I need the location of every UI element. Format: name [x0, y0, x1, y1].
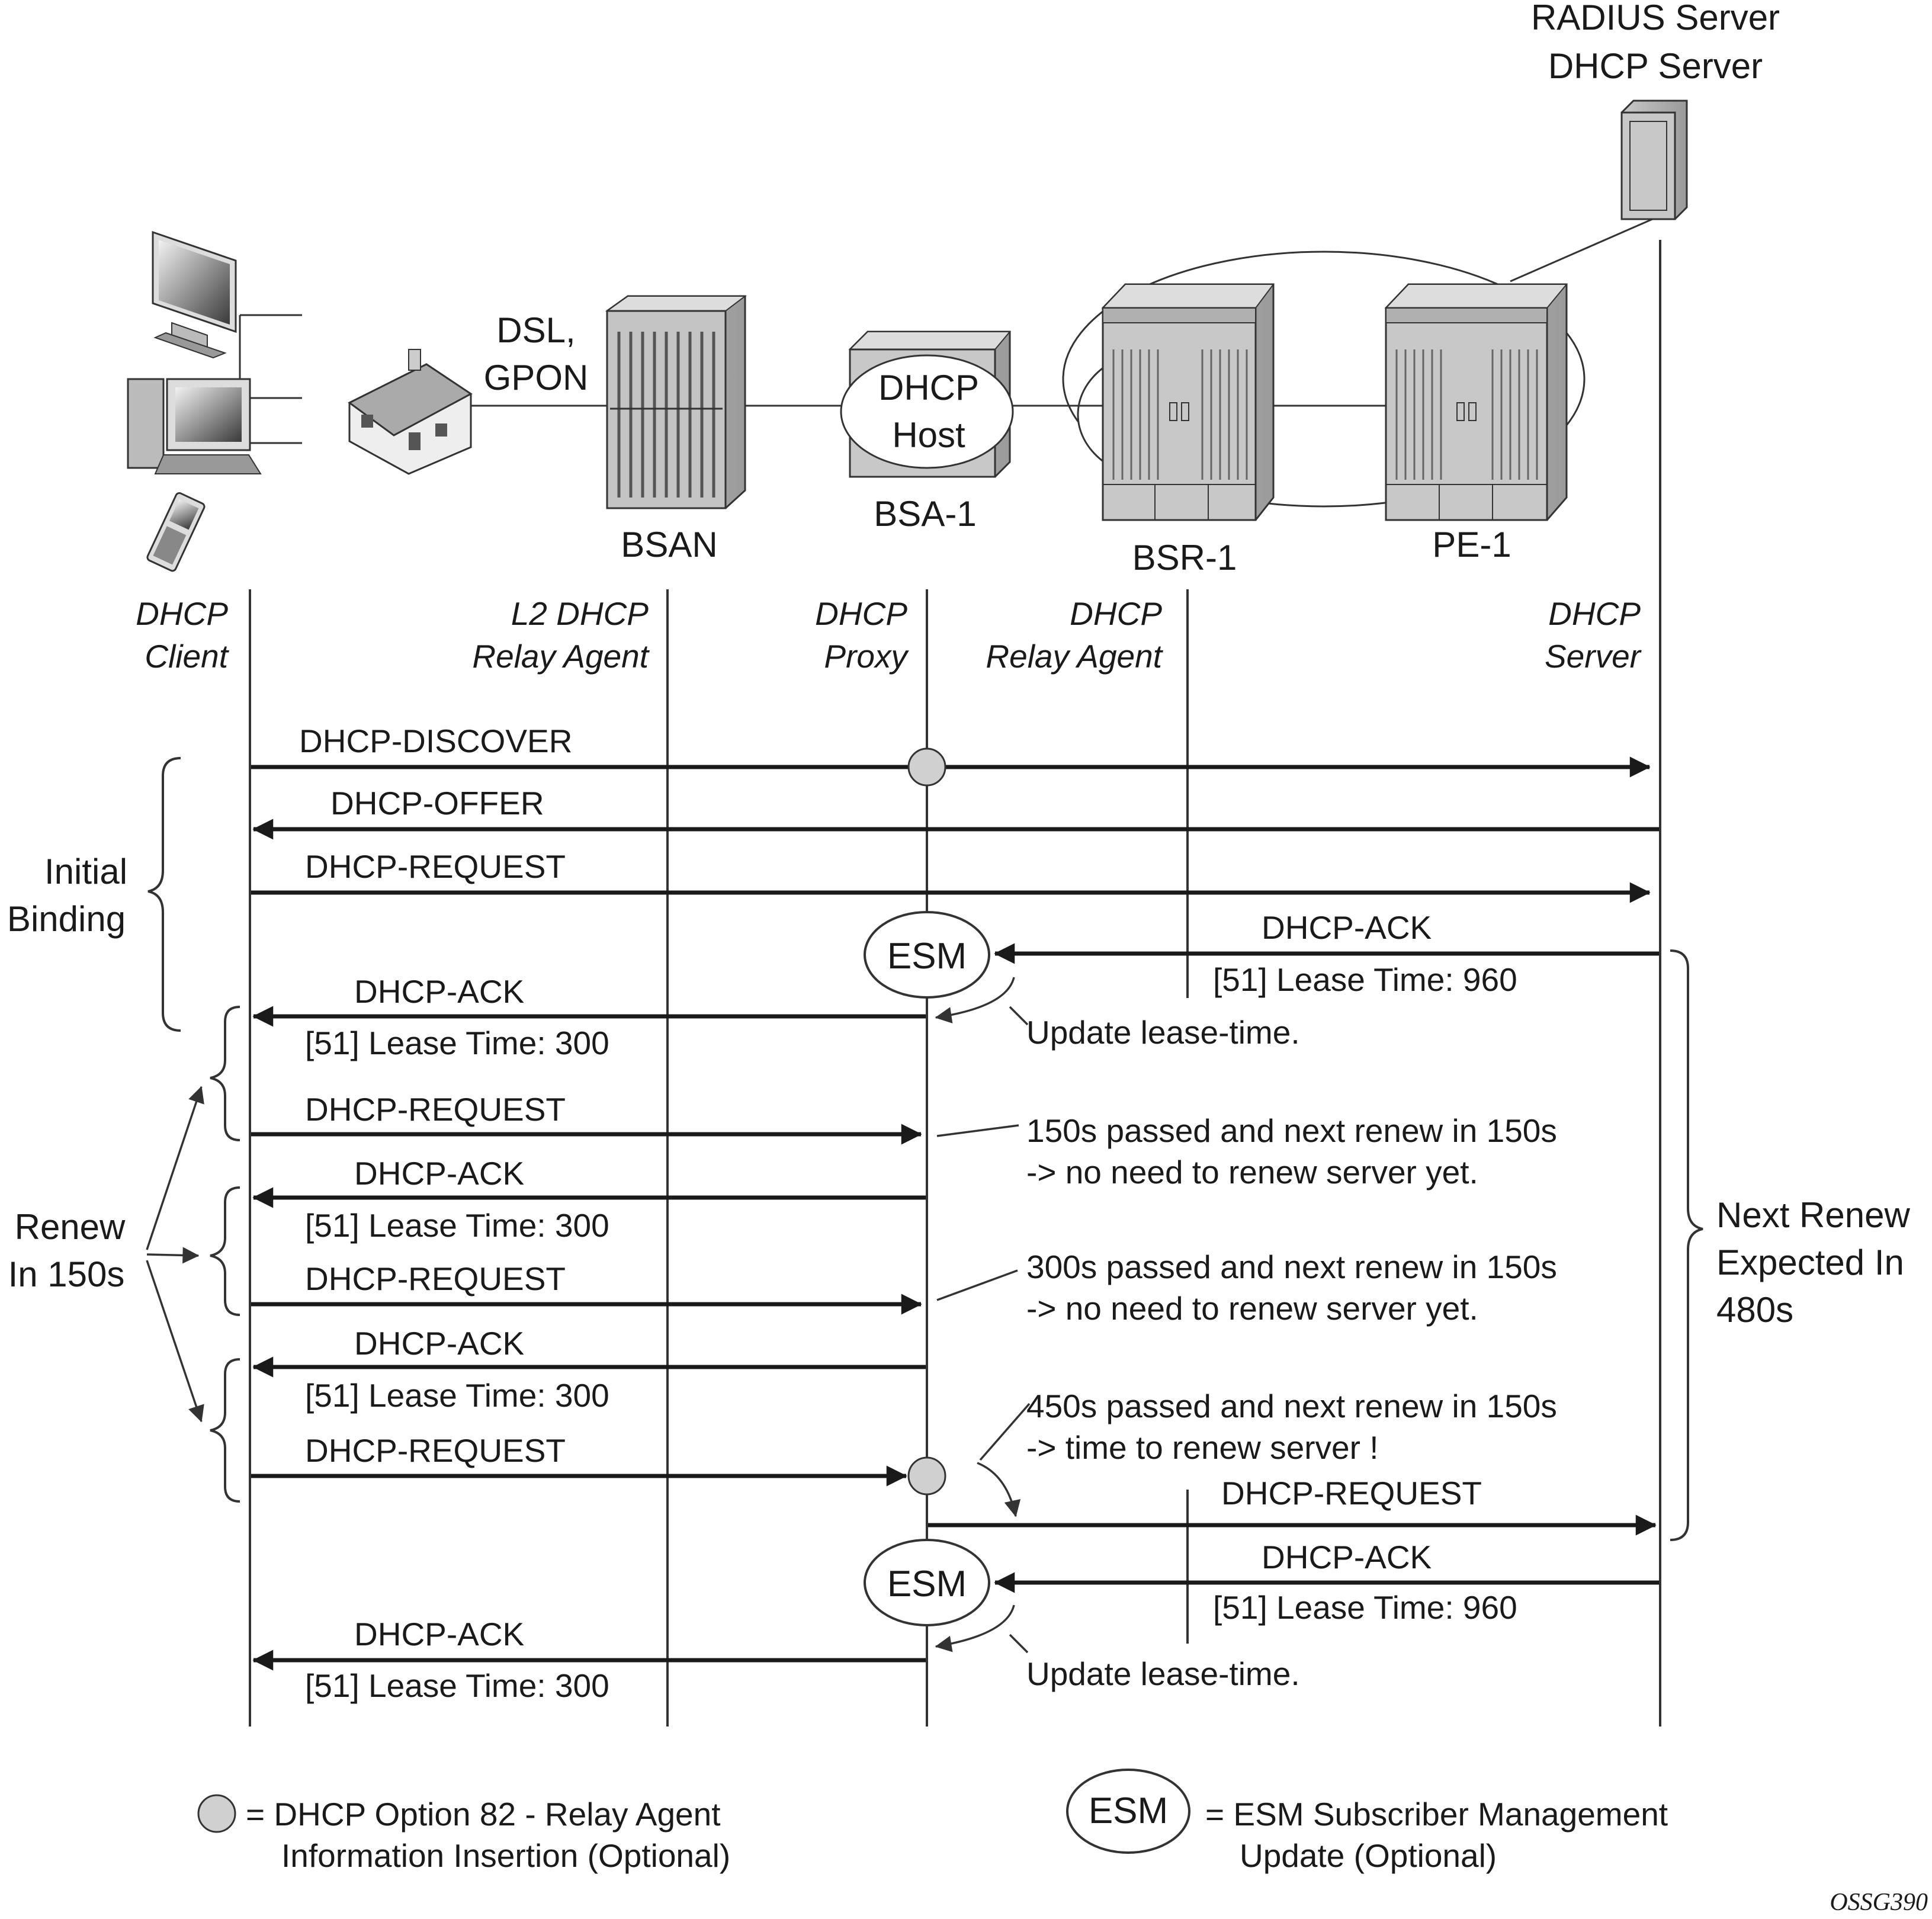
- note-pointers: [935, 977, 1031, 1654]
- msg-lease-srv2: [51] Lease Time: 960: [1213, 1589, 1517, 1626]
- monitor-icon: [152, 230, 237, 359]
- dhcp-host-label-2: Host: [892, 415, 965, 455]
- msg-request4: DHCP-REQUEST: [305, 1432, 566, 1469]
- legend: = DHCP Option 82 - Relay Agent Informati…: [197, 1769, 1668, 1874]
- bsan-device-icon: [605, 295, 747, 509]
- message-labels: DHCP-DISCOVER DHCP-OFFER DHCP-REQUEST DH…: [299, 723, 1517, 1704]
- access-label-1: DSL,: [496, 310, 575, 350]
- figure-id: OSSG390: [1830, 1889, 1928, 1916]
- next-renew-brace: [1670, 949, 1703, 1541]
- msg-request-srv: DHCP-REQUEST: [1221, 1475, 1482, 1512]
- phone-icon: [146, 492, 206, 572]
- bsa-device-icon: [840, 330, 1014, 478]
- bracket-next-3: 480s: [1716, 1290, 1793, 1330]
- legend-option82-text-2: Information Insertion (Optional): [281, 1837, 730, 1874]
- role-relay-2: Relay Agent: [986, 638, 1163, 675]
- renew-brace-3: [210, 1358, 240, 1503]
- msg-ack-cli1: DHCP-ACK: [354, 973, 525, 1010]
- msg-lease-cli2: [51] Lease Time: 300: [305, 1207, 609, 1244]
- legend-esm-bubble: [1066, 1769, 1190, 1854]
- renew-brace-2: [210, 1186, 240, 1316]
- bracket-renew-1: Renew: [15, 1207, 126, 1247]
- radius-label-2: DHCP Server: [1548, 46, 1763, 86]
- msg-ack-cli2: DHCP-ACK: [354, 1155, 525, 1192]
- role-server-2: Server: [1545, 638, 1642, 675]
- msg-lease-srv1: [51] Lease Time: 960: [1213, 961, 1517, 998]
- brackets: [147, 757, 1703, 1541]
- pe-label: PE-1: [1432, 525, 1511, 564]
- initial-binding-brace: [147, 757, 181, 1032]
- role-server-1: DHCP: [1548, 595, 1641, 632]
- bsan-label: BSAN: [621, 525, 717, 564]
- legend-esm-text-2: Update (Optional): [1240, 1837, 1497, 1874]
- pe-router-icon: [1384, 283, 1568, 521]
- msg-ack-srv2: DHCP-ACK: [1262, 1539, 1432, 1575]
- esm-label: ESM: [887, 936, 967, 977]
- notes: Update lease-time. 150s passed and next …: [1026, 1014, 1557, 1692]
- legend-option82-circle: [197, 1794, 236, 1833]
- message-arrows: [251, 756, 1659, 1671]
- network-cloud: [1062, 251, 1586, 508]
- bracket-initial-2: Binding: [7, 899, 126, 939]
- msg-lease-cli4: [51] Lease Time: 300: [305, 1667, 609, 1704]
- msg-request1: DHCP-REQUEST: [305, 848, 566, 885]
- msg-ack-srv1: DHCP-ACK: [1262, 909, 1432, 946]
- note-450-1: 450s passed and next renew in 150s: [1026, 1388, 1557, 1424]
- legend-esm-text-1: = ESM Subscriber Management: [1205, 1796, 1668, 1833]
- role-l2relay-2: Relay Agent: [472, 638, 650, 675]
- role-client-2: Client: [145, 638, 229, 675]
- topology: [127, 100, 1688, 572]
- bracket-renew-2: In 150s: [8, 1254, 125, 1294]
- role-client-1: DHCP: [136, 595, 228, 632]
- access-label-2: GPON: [484, 358, 589, 397]
- role-l2relay-1: L2 DHCP: [511, 595, 649, 632]
- bsa-label: BSA-1: [874, 494, 976, 534]
- role-proxy-1: DHCP: [815, 595, 907, 632]
- bsr-label: BSR-1: [1132, 538, 1237, 577]
- bracket-initial-1: Initial: [44, 852, 127, 891]
- note-300-2: -> no need to renew server yet.: [1026, 1290, 1478, 1327]
- msg-request2: DHCP-REQUEST: [305, 1091, 566, 1128]
- radius-server-icon: [1620, 100, 1688, 220]
- radius-label-1: RADIUS Server: [1531, 0, 1780, 37]
- msg-offer: DHCP-OFFER: [330, 785, 544, 821]
- dhcp-host-label-1: DHCP: [878, 368, 979, 407]
- legend-option82-text-1: = DHCP Option 82 - Relay Agent: [246, 1796, 721, 1833]
- dhcp-host-bubble: [840, 354, 1014, 469]
- role-proxy-2: Proxy: [824, 638, 909, 675]
- msg-discover: DHCP-DISCOVER: [299, 723, 572, 759]
- option82-marker: [907, 747, 946, 787]
- msg-lease-cli1: [51] Lease Time: 300: [305, 1025, 609, 1061]
- option82-marker: [907, 1456, 946, 1496]
- renew-brace-1: [210, 1006, 240, 1141]
- msg-lease-cli3: [51] Lease Time: 300: [305, 1377, 609, 1414]
- note-300-1: 300s passed and next renew in 150s: [1026, 1249, 1557, 1285]
- note-150-2: -> no need to renew server yet.: [1026, 1154, 1478, 1190]
- bsr-router-icon: [1101, 283, 1275, 521]
- bracket-next-2: Expected In: [1716, 1243, 1904, 1282]
- msg-ack-cli3: DHCP-ACK: [354, 1325, 525, 1362]
- renew-arrows: [146, 1086, 204, 1423]
- legend-esm-label: ESM: [1089, 1790, 1168, 1831]
- desktop-icon: [127, 378, 262, 474]
- note-update2: Update lease-time.: [1026, 1655, 1300, 1692]
- esm-bubble: [864, 911, 990, 999]
- note-update1: Update lease-time.: [1026, 1014, 1300, 1051]
- note-150-1: 150s passed and next renew in 150s: [1026, 1112, 1557, 1149]
- note-450-2: -> time to renew server !: [1026, 1429, 1379, 1466]
- bracket-next-1: Next Renew: [1716, 1195, 1910, 1235]
- esm-label: ESM: [887, 1564, 967, 1604]
- esm-bubble: [864, 1539, 990, 1626]
- msg-ack-cli4: DHCP-ACK: [354, 1616, 525, 1652]
- msg-request3: DHCP-REQUEST: [305, 1260, 566, 1297]
- home-gateway-icon: [348, 349, 473, 475]
- role-relay-1: DHCP: [1070, 595, 1162, 632]
